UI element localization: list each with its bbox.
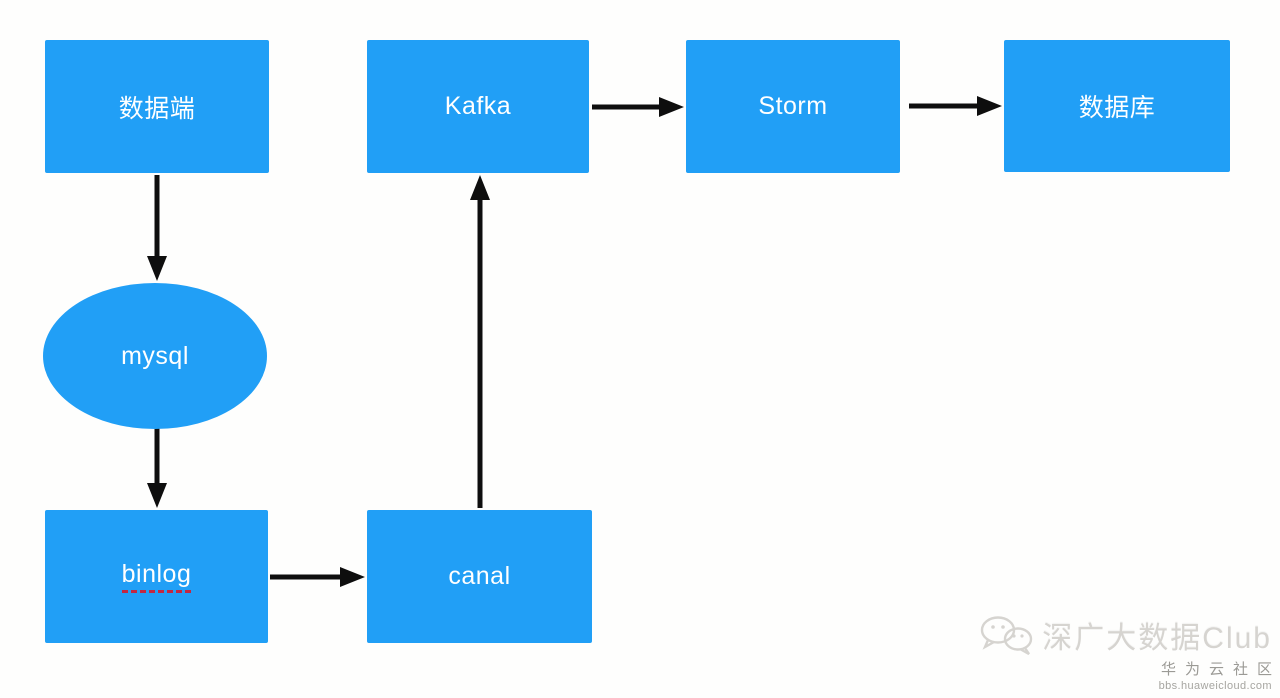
node-canal-label: canal (448, 562, 511, 590)
node-mysql-label: mysql (121, 341, 189, 370)
node-source-label: 数据端 (118, 94, 196, 123)
watermark: 深广大数据Club 华为云社区 bbs.huaweicloud.com (978, 613, 1272, 692)
watermark-url: bbs.huaweicloud.com (1158, 680, 1272, 692)
arrow-mysql-to-binlog (147, 428, 167, 508)
arrow-source-to-mysql (147, 175, 167, 281)
node-database: 数据库 (1004, 40, 1230, 172)
arrow-canal-to-kafka (470, 175, 490, 508)
node-kafka-label: Kafka (444, 92, 512, 120)
arrow-storm-to-database (909, 96, 1002, 116)
node-binlog: binlog (45, 510, 268, 643)
arrow-kafka-to-storm (592, 97, 684, 117)
watermark-community: 华为云社区 (1160, 661, 1280, 678)
node-binlog-label: binlog (121, 560, 192, 593)
node-mysql: mysql (43, 283, 267, 429)
node-database-label: 数据库 (1078, 94, 1156, 122)
node-kafka: Kafka (367, 40, 589, 173)
node-canal: canal (367, 510, 592, 643)
node-storm: Storm (686, 40, 900, 173)
node-source: 数据端 (45, 40, 269, 173)
node-storm-label: Storm (758, 92, 828, 120)
wechat-icon (981, 616, 1033, 655)
arrow-binlog-to-canal (270, 567, 365, 587)
watermark-brand: 深广大数据Club (1042, 622, 1272, 655)
